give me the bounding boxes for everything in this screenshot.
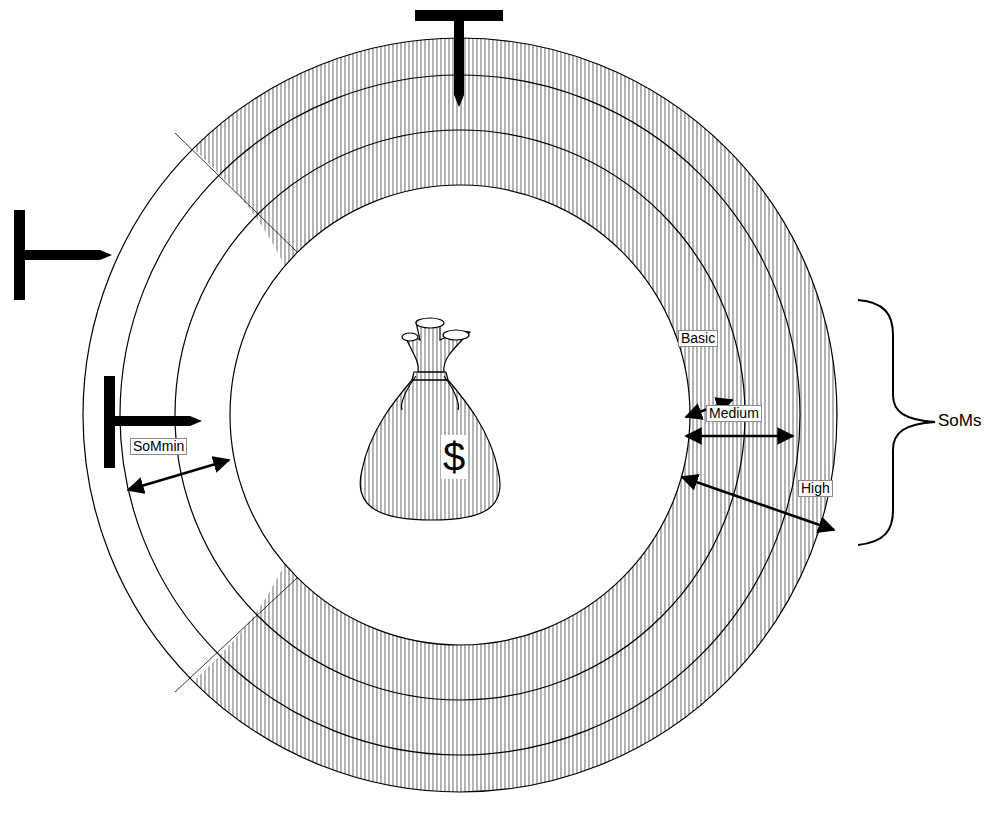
som-rings [83,38,837,792]
ring-outlines [83,38,837,792]
ring-label: Basic [678,330,718,347]
ring-label: SoMmin [130,438,187,455]
currency-symbol: $ [441,435,467,479]
money-bag [360,318,500,520]
group-brace [858,300,935,545]
group-label: SoMs [938,412,981,431]
cut-line [175,133,297,252]
peg-marker [14,10,503,468]
ring-label: High [798,480,833,497]
ring-label: Medium [706,405,762,422]
dimension-arrow [128,400,834,530]
